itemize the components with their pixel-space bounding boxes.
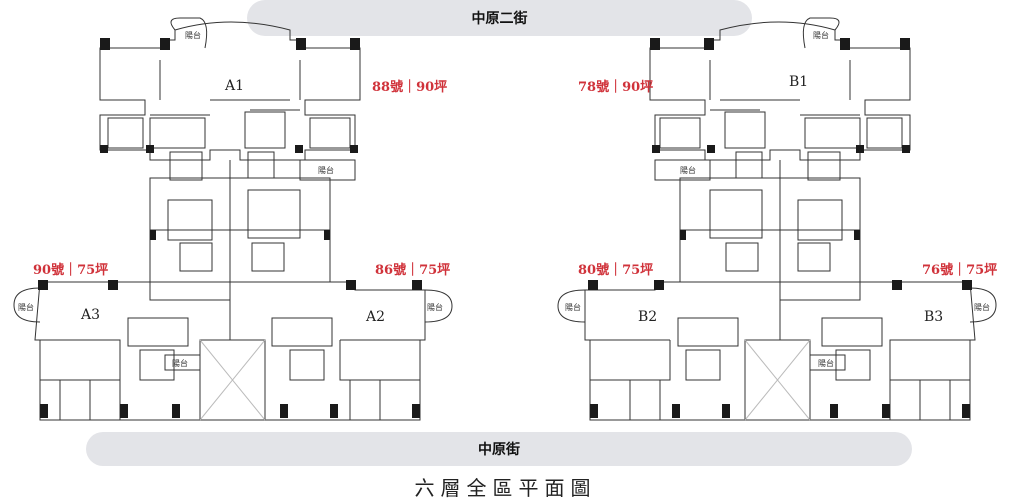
balcony-label: 陽台 (318, 166, 334, 175)
balcony-label: 陽台 (172, 359, 188, 368)
unit-info-a2: 86號｜75坪 (375, 263, 451, 278)
balcony-label: 陽台 (18, 303, 34, 312)
road-bottom-label: 中原街 (478, 442, 520, 458)
road-top: 中原二街 (247, 0, 752, 36)
balcony-label: 陽台 (818, 359, 834, 368)
balcony-label: 陽台 (813, 31, 829, 40)
unit-name-a3: A3 (81, 307, 101, 323)
balcony-label: 陽台 (427, 303, 443, 312)
balcony-label: 陽台 (185, 31, 201, 40)
road-bottom: 中原街 (86, 432, 912, 466)
unit-info-a3: 90號｜75坪 (33, 263, 109, 278)
unit-info-b3: 76號｜75坪 (922, 263, 998, 278)
unit-name-b1: B1 (789, 74, 809, 90)
plan-caption: 六層全區平面圖 (414, 476, 597, 500)
unit-info-b2: 80號｜75坪 (578, 263, 654, 278)
unit-name-b3: B3 (924, 309, 944, 325)
unit-name-a1: A1 (225, 78, 245, 94)
balcony-label: 陽台 (680, 166, 696, 175)
balcony-label: 陽台 (974, 303, 990, 312)
unit-name-b2: B2 (638, 309, 658, 325)
unit-info-b1: 78號｜90坪 (578, 80, 654, 95)
road-top-label: 中原二街 (471, 11, 528, 27)
unit-info-a1: 88號｜90坪 (372, 80, 448, 95)
balcony-label: 陽台 (565, 303, 581, 312)
unit-name-a2: A2 (366, 309, 386, 325)
